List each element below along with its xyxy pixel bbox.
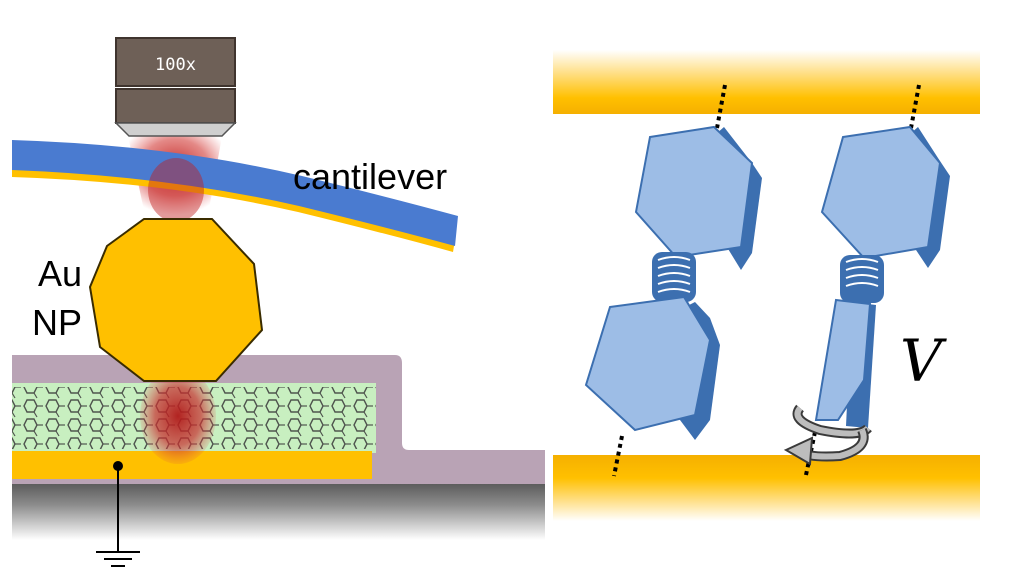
gold-nanoparticle (88, 218, 264, 382)
substrate (12, 476, 545, 540)
bottom-electrode (553, 455, 980, 521)
laser-glow (148, 158, 204, 222)
anchor-lines (612, 84, 921, 477)
cantilever (12, 140, 458, 252)
ground-icon (96, 461, 140, 567)
rotation-arrow-icon (783, 404, 872, 466)
laser-spot-bottom (140, 368, 216, 464)
left-panel (12, 37, 545, 567)
molecule-left (584, 125, 762, 440)
spring-coil-icon (652, 252, 696, 302)
objective-label: 100x (155, 55, 196, 75)
objective-lens (114, 37, 237, 137)
particle-label-au: Au (38, 253, 83, 294)
top-electrode (553, 50, 980, 114)
particle-label-np: NP (32, 302, 83, 343)
voltage-label: V (900, 327, 942, 395)
cantilever-label: cantilever (293, 156, 448, 197)
molecule-right (814, 125, 950, 428)
right-panel (553, 50, 980, 521)
